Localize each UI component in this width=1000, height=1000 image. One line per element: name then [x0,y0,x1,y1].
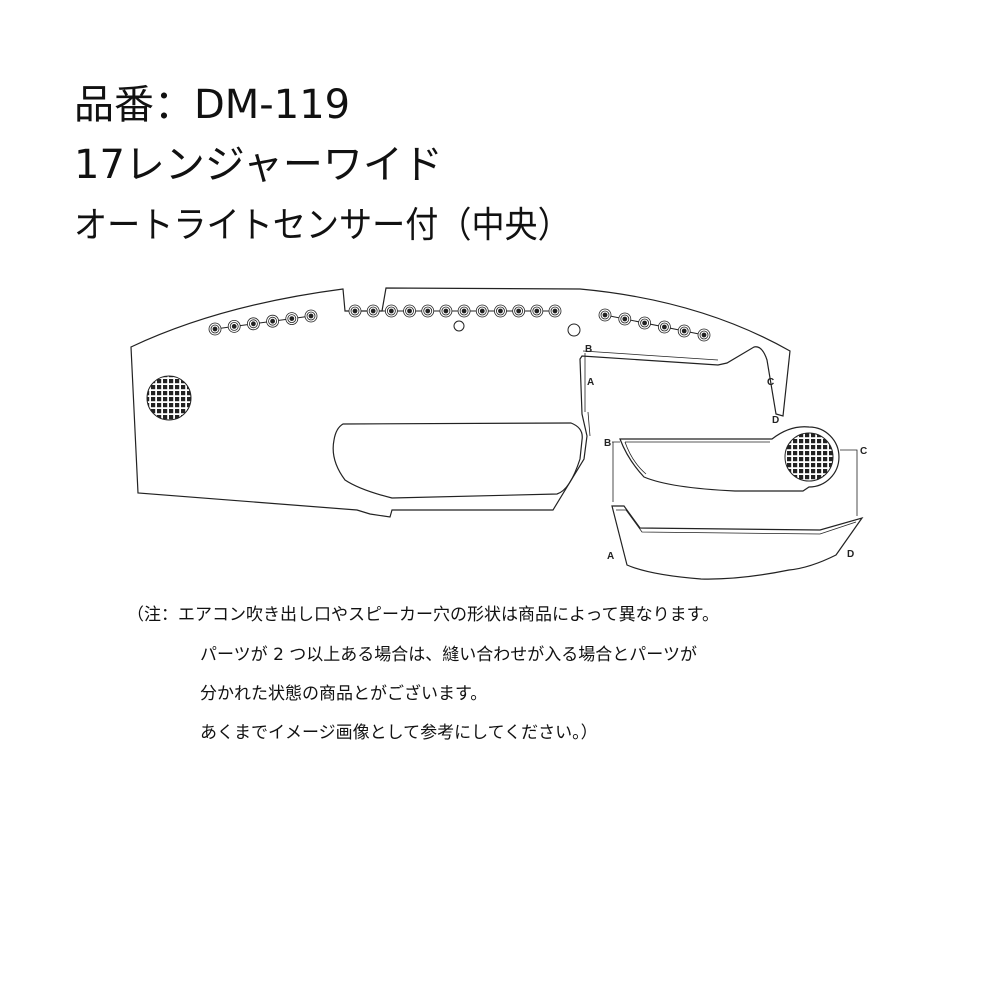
main-mat-outline [130,287,791,518]
speaker-grille-right [784,432,834,482]
note-line: 分かれた状態の商品とがございます。 [200,684,488,704]
air-vent-icon [681,328,687,334]
note-line: あくまでイメージ画像として参考にしてください。） [200,723,598,743]
variant-title: オートライトセンサー付（中央） [74,205,571,246]
note-line: パーツが 2 つ以上ある場合は、縫い合わせが入る場合とパーツが [200,645,697,665]
air-vent-icon [516,308,522,314]
label-b: B [585,344,592,355]
label-d: D [772,415,779,426]
air-vent-icon [270,318,276,324]
label-d: D [847,549,854,560]
air-vent-icon [622,316,628,322]
air-vent-icon [461,308,467,314]
label-a: A [587,377,594,388]
glovebox-cutout [332,422,583,499]
air-vent-icon [642,320,647,326]
label-a: A [607,551,614,562]
air-vent-icon [534,308,540,314]
air-vent-icon [212,326,218,332]
air-vent-icon [425,308,431,314]
label-c: C [860,446,867,457]
note-line: （注：エアコン吹き出し口やスピーカー穴の形状は商品によって異なります。 [127,605,719,625]
air-vent-icon [231,323,237,329]
label-c: C [767,377,774,388]
air-vent-icon [662,324,667,330]
part-upper-outline [619,426,840,492]
air-vent-icon [602,312,608,318]
air-vent-icon [352,308,358,314]
air-vent-icon [479,308,485,314]
air-vent-icon [443,308,449,314]
air-vent-icon [701,332,707,338]
label-b: B [604,438,611,449]
vehicle-model: 17レンジャーワイド [74,142,443,188]
sensor-hole [567,323,581,337]
air-vent-icon [552,308,558,314]
air-vent-icon [250,321,256,327]
part-lower-outline [611,505,864,580]
air-vent-icon [498,308,503,314]
sensor-hole [453,320,465,332]
air-vent-icon [388,308,394,314]
air-vent-icon [289,316,295,322]
product-code: 品番：DM-119 [74,82,351,128]
air-vent-icon [370,308,376,314]
air-vent-row [208,304,711,342]
air-vent-icon [308,313,314,319]
air-vent-icon [407,308,412,314]
speaker-grille-left [146,375,192,421]
